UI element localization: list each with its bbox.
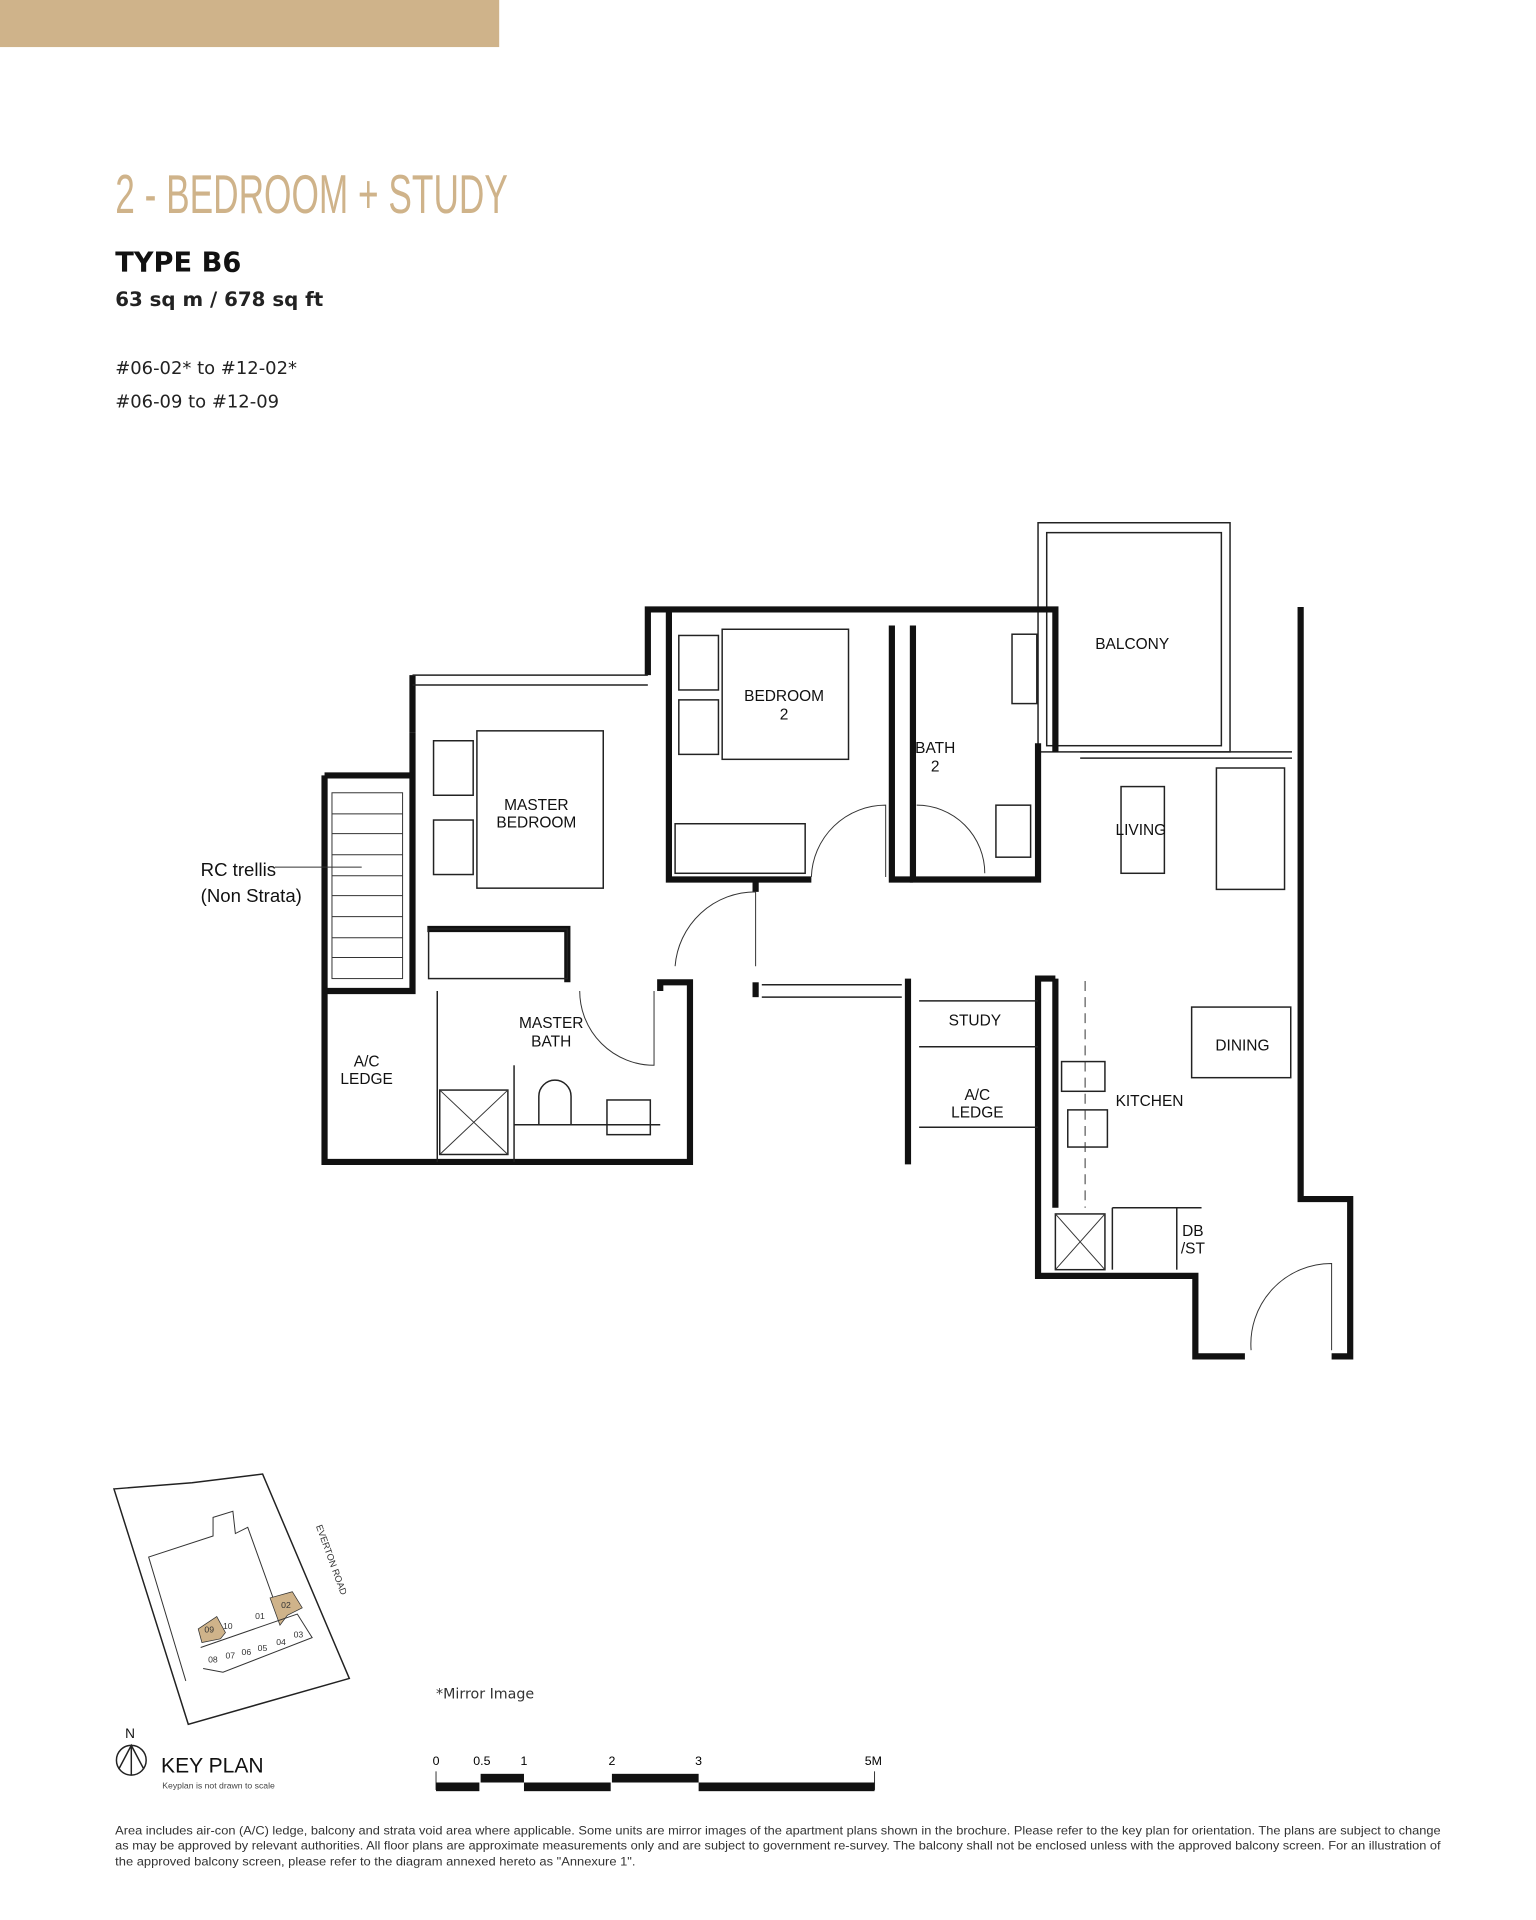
scale-label-5m: 5M <box>865 1754 882 1768</box>
label-rc-trellis: RC trellis <box>201 859 276 880</box>
room-label-ac-ledge-1b: LEDGE <box>340 1071 392 1088</box>
room-label-db: DB <box>1182 1223 1204 1240</box>
unit-area: 63 sq m / 678 sq ft <box>115 288 324 311</box>
disclaimer-line-1: Area includes air-con (A/C) ledge, balco… <box>115 1825 1441 1838</box>
scale-label-0: 0 <box>433 1754 440 1768</box>
keyplan-unit-09: 09 <box>204 1625 214 1635</box>
unit-09-highlight <box>197 1615 226 1643</box>
floor-plan: BALCONY BEDROOM 2 BATH 2 LIVING MASTER B… <box>201 521 1354 1360</box>
room-label-master-bath: MASTER <box>519 1015 583 1032</box>
room-label-ac-ledge-2: A/C <box>964 1087 990 1104</box>
keyplan-title: KEY PLAN <box>161 1755 264 1778</box>
room-label-study: STUDY <box>949 1013 1001 1030</box>
unit-range-2: #06-09 to #12-09 <box>115 392 279 413</box>
keyplan-unit-05: 05 <box>258 1643 268 1653</box>
road-label: EVERTON ROAD <box>314 1523 349 1596</box>
room-label-balcony: BALCONY <box>1095 636 1169 653</box>
room-label-master-bedroom: MASTER <box>504 797 568 814</box>
mirror-note: *Mirror Image <box>436 1686 534 1702</box>
north-arrow-icon <box>115 1743 147 1776</box>
disclaimer-line-2: as may be approved by relevant authoriti… <box>115 1839 1441 1852</box>
room-label-dining: DINING <box>1215 1037 1269 1054</box>
keyplan-unit-08: 08 <box>208 1654 218 1664</box>
room-label-master-bath-2: BATH <box>531 1034 571 1051</box>
room-label-bath2: BATH <box>915 740 955 757</box>
disclaimer-line-3: the approved balcony screen, please refe… <box>115 1855 635 1868</box>
keyplan-unit-04: 04 <box>276 1637 286 1647</box>
keyplan-unit-06: 06 <box>242 1647 252 1657</box>
keyplan-unit-02: 02 <box>281 1600 291 1610</box>
keyplan-unit-07: 07 <box>225 1651 235 1661</box>
scale-label-3: 3 <box>695 1754 702 1768</box>
north-label: N <box>125 1726 135 1741</box>
unit-range-1: #06-02* to #12-02* <box>115 358 297 379</box>
room-label-living: LIVING <box>1115 822 1166 839</box>
room-label-bedroom2-num: 2 <box>780 707 789 724</box>
page-title: 2 - BEDROOM + STUDY <box>115 164 508 225</box>
scale-label-2: 2 <box>608 1754 615 1768</box>
room-label-ac-ledge-2b: LEDGE <box>951 1104 1003 1121</box>
rc-trellis-slats <box>331 792 404 980</box>
scale-label-1: 1 <box>521 1754 528 1768</box>
keyplan-unit-01: 01 <box>255 1611 265 1621</box>
keyplan-unit-10: 10 <box>223 1621 233 1631</box>
accent-bar <box>0 0 500 48</box>
unit-type: TYPE B6 <box>115 247 241 278</box>
keyplan-note: Keyplan is not drawn to scale <box>162 1781 275 1791</box>
label-rc-trellis-note: (Non Strata) <box>201 885 302 906</box>
keyplan-unit-03: 03 <box>294 1630 304 1640</box>
scale-bar: 0 0.5 1 2 3 5M <box>433 1754 882 1792</box>
room-label-st: /ST <box>1181 1241 1206 1258</box>
room-label-bedroom2: BEDROOM <box>744 688 824 705</box>
room-label-ac-ledge-1: A/C <box>354 1054 380 1071</box>
key-plan: EVERTON ROAD 02 09 01 10 03 04 05 06 07 … <box>112 1473 351 1791</box>
room-label-bath2-num: 2 <box>931 759 940 776</box>
room-label-kitchen: KITCHEN <box>1116 1093 1184 1110</box>
scale-label-0.5: 0.5 <box>473 1754 490 1768</box>
room-label-master-bedroom-2: BEDROOM <box>496 814 576 831</box>
